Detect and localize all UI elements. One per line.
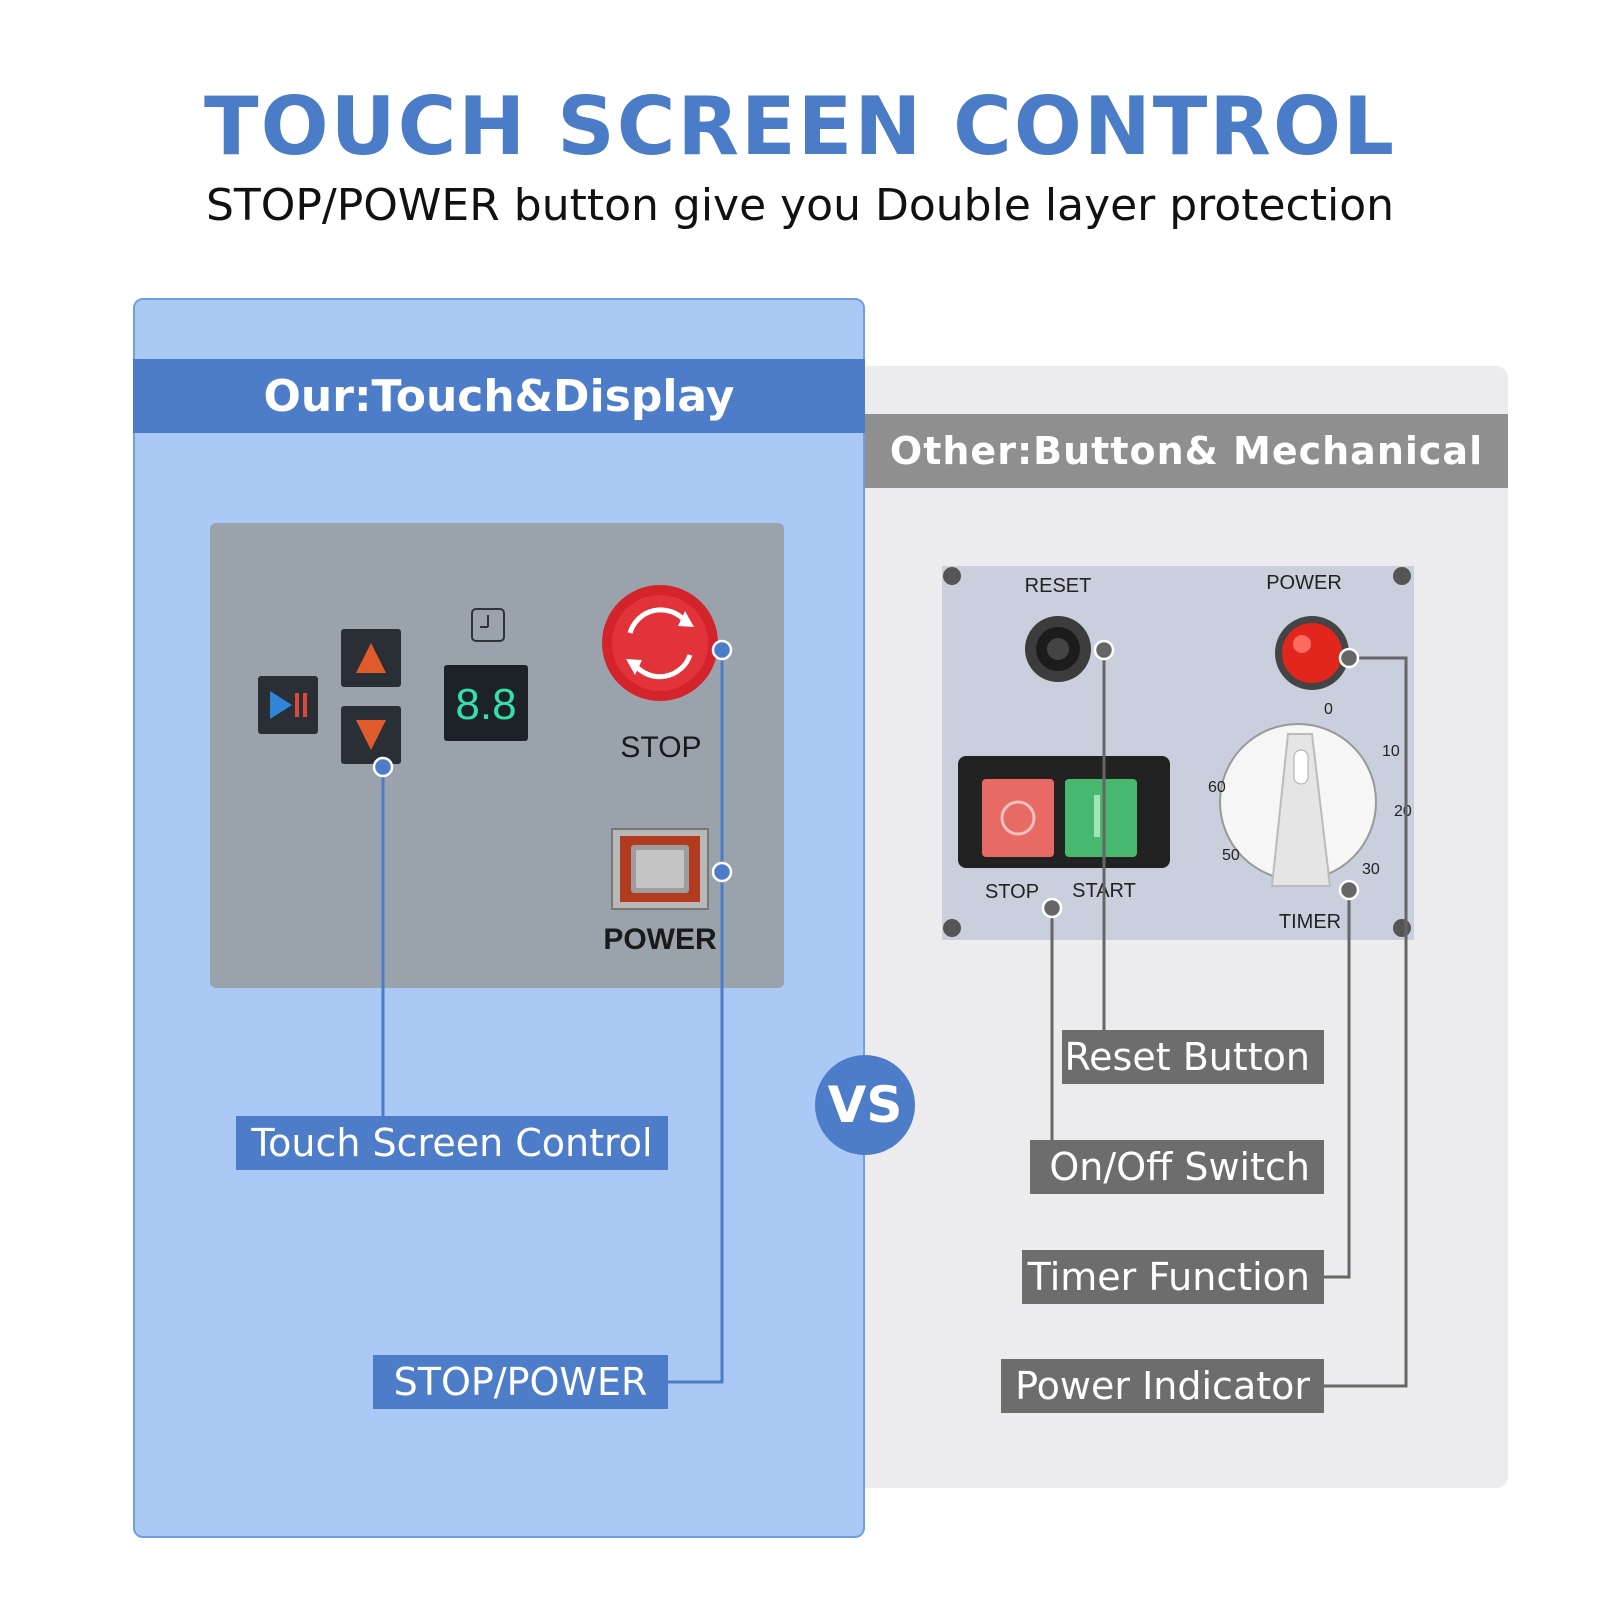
timer-function-tag: Timer Function	[1022, 1250, 1324, 1304]
stop-label: STOP	[620, 731, 701, 764]
page-title: TOUCH SCREEN CONTROL	[204, 80, 1396, 173]
dial-mark-10: 10	[1382, 743, 1400, 760]
play-pause-button[interactable]	[258, 676, 318, 734]
timer-icon	[471, 608, 505, 642]
reset-button[interactable]	[1025, 616, 1091, 682]
reset-button-tag: Reset Button	[1062, 1030, 1324, 1084]
power-label: POWER	[603, 923, 717, 956]
stop-label-right: STOP	[985, 881, 1039, 903]
emergency-stop-button[interactable]	[602, 585, 718, 701]
down-arrow-icon	[356, 720, 386, 750]
power-indicator-tag: Power Indicator	[1001, 1359, 1324, 1413]
on-off-switch-tag: On/Off Switch	[1030, 1140, 1324, 1194]
timer-label: TIMER	[1279, 911, 1341, 933]
reset-label: RESET	[1025, 575, 1092, 597]
dial-mark-0: 0	[1324, 701, 1333, 718]
stop-power-tag: STOP/POWER	[373, 1355, 668, 1409]
dial-mark-30: 30	[1362, 861, 1380, 878]
power-indicator-light	[1275, 616, 1349, 690]
power-button[interactable]	[611, 828, 709, 910]
dial-mark-50: 50	[1222, 847, 1240, 864]
dial-mark-60: 60	[1208, 779, 1226, 796]
display-value: 8.8	[455, 680, 516, 729]
mechanical-control-panel: RESET POWER STOP START 0	[942, 566, 1414, 940]
touch-screen-control-tag: Touch Screen Control	[236, 1116, 668, 1170]
right-panel-title: Other:Button& Mechanical	[865, 414, 1508, 488]
on-off-switch[interactable]	[958, 756, 1170, 868]
up-arrow-icon	[356, 643, 386, 673]
touch-control-panel: 8.8 STOP POWER	[210, 523, 784, 988]
page-subtitle: STOP/POWER button give you Double layer …	[205, 180, 1395, 231]
down-arrow-button[interactable]	[341, 706, 401, 764]
up-arrow-button[interactable]	[341, 629, 401, 687]
power-label-right: POWER	[1266, 572, 1342, 594]
timer-dial[interactable]	[1219, 723, 1377, 887]
vs-badge: VS	[815, 1055, 915, 1155]
left-panel-title: Our:Touch&Display	[133, 359, 865, 433]
digital-display: 8.8	[444, 665, 528, 741]
play-icon	[270, 691, 292, 719]
